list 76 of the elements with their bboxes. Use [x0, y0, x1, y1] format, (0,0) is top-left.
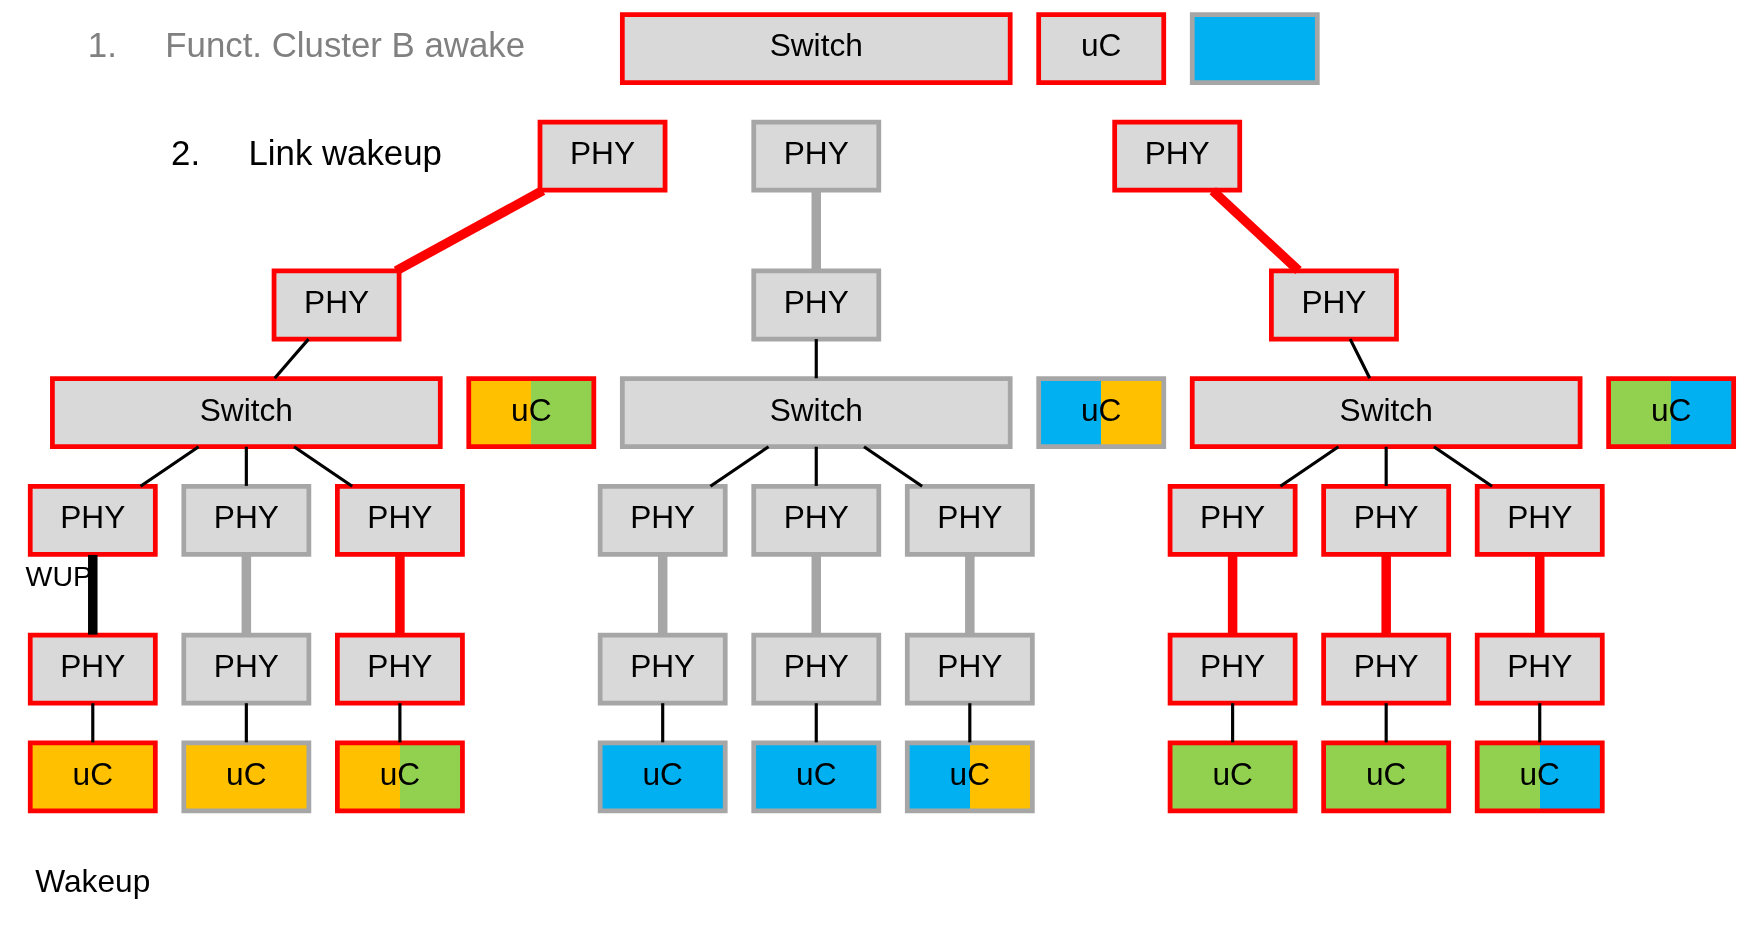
node-box: uC [27, 740, 158, 814]
node-box [1189, 12, 1320, 85]
node-box: uC [180, 740, 311, 814]
node-box: PHY [1167, 632, 1298, 706]
connector [1230, 703, 1234, 743]
node-box: uC [1320, 740, 1451, 814]
node-box: Switch [619, 12, 1013, 85]
node-box: PHY [334, 632, 465, 706]
connector [244, 446, 248, 486]
node-box: PHY [1167, 483, 1298, 557]
connector [814, 339, 818, 379]
node-box: uC [1035, 12, 1166, 85]
node-box: PHY [271, 268, 401, 342]
label: 1. Funct. Cluster B awake [87, 25, 525, 65]
node-box: PHY [750, 632, 881, 706]
connector [1384, 703, 1388, 743]
node-box: Switch [1189, 376, 1582, 450]
node-box: uC [465, 376, 596, 450]
node-box: PHY [1320, 632, 1451, 706]
connector [1380, 554, 1391, 635]
node-box: PHY [1474, 632, 1605, 706]
label: 2. Link wakeup [170, 133, 442, 173]
node-box: PHY [27, 632, 158, 706]
connector [87, 554, 98, 635]
connector [292, 445, 353, 488]
node-label: Wakeup [34, 863, 150, 900]
connector [90, 703, 94, 743]
connector [811, 190, 821, 271]
connector [397, 703, 401, 743]
connector [811, 554, 821, 635]
node-box: PHY [180, 632, 311, 706]
connector [660, 703, 664, 743]
connector [1432, 445, 1493, 488]
node-box: PHY [1474, 483, 1605, 557]
node-box: PHY [750, 483, 881, 557]
node-box: Switch [49, 376, 443, 450]
connector [967, 703, 971, 743]
connector [1534, 554, 1544, 635]
connector [1348, 338, 1371, 379]
node-box: PHY [1111, 119, 1242, 193]
node-box: uC [1474, 740, 1605, 814]
node-box: PHY [597, 632, 728, 706]
connector [1278, 445, 1339, 488]
connector [394, 554, 405, 635]
node-box: PHY [27, 483, 158, 557]
node-box: PHY [334, 483, 465, 557]
connector [862, 445, 923, 488]
node-box: PHY [904, 483, 1035, 557]
connector [1384, 446, 1388, 486]
node-box: PHY [904, 632, 1035, 706]
connector [244, 703, 248, 743]
connector [1537, 703, 1541, 743]
node-box: uC [750, 740, 881, 814]
connector [273, 338, 310, 380]
node-box: PHY [537, 119, 667, 193]
node-box: uC [334, 740, 465, 814]
connector [814, 446, 818, 486]
connector [1227, 554, 1237, 635]
connector [1209, 187, 1302, 274]
node-box: PHY [180, 483, 311, 557]
node-box: PHY [1268, 268, 1399, 342]
connector [139, 445, 199, 488]
node-box: uC [1167, 740, 1298, 814]
connector [709, 445, 769, 488]
connector [964, 554, 975, 635]
connector [657, 554, 667, 635]
node-box: Switch [619, 376, 1013, 450]
node-box: PHY [597, 483, 728, 557]
connector [814, 703, 818, 743]
node-box: PHY [750, 268, 881, 342]
node-box: PHY [750, 119, 881, 193]
connector [393, 186, 545, 276]
node-box: uC [597, 740, 728, 814]
node-box: uC [904, 740, 1035, 814]
node-box: PHY [1320, 483, 1451, 557]
connector [241, 554, 251, 635]
